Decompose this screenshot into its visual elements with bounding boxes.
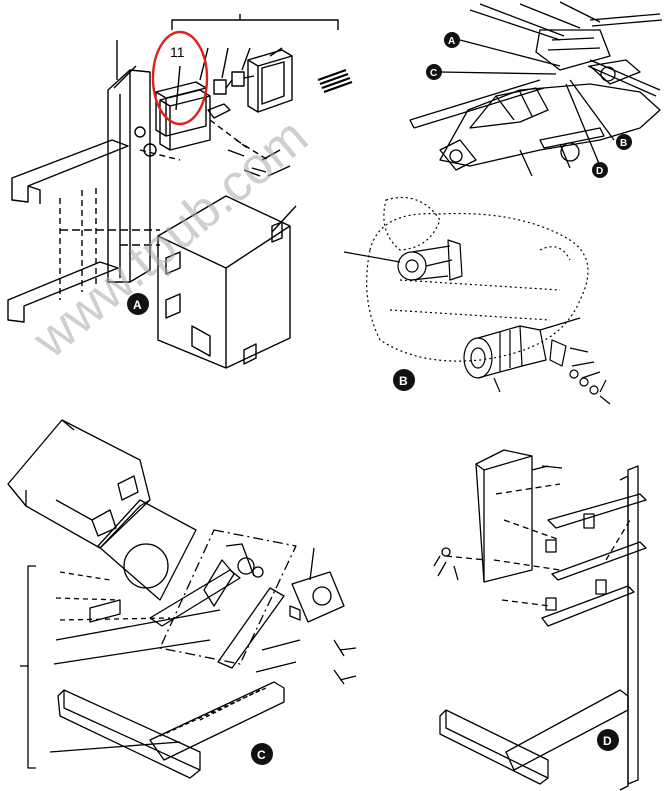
locator-badge-d: D <box>592 162 608 178</box>
locator-badge-label: D <box>596 166 603 177</box>
locator-badge-b: B <box>616 134 632 150</box>
callout-highlight-ellipse <box>151 30 209 126</box>
view-badge-b: B <box>393 369 415 391</box>
view-badge-label: A <box>133 298 142 312</box>
view-badge-label: D <box>603 734 612 748</box>
helicopter-locator-drawing <box>409 1 663 177</box>
view-d-drawing <box>433 449 647 791</box>
view-badge-c: C <box>251 743 273 765</box>
callout-number: 11 <box>170 44 185 60</box>
view-badge-label: B <box>399 374 408 388</box>
locator-badge-label: C <box>430 68 437 79</box>
view-c-drawing <box>7 419 357 779</box>
view-a-drawing <box>7 14 353 369</box>
locator-badge-c: C <box>426 64 442 80</box>
view-badge-d: D <box>597 729 619 751</box>
callout-11: 11 <box>151 30 209 126</box>
locator-badge-label: A <box>448 36 455 47</box>
locator-badge-a: A <box>444 32 460 48</box>
view-b-drawing <box>343 196 611 405</box>
view-badge-a: A <box>127 293 149 315</box>
locator-badge-label: B <box>620 138 627 149</box>
view-badge-label: C <box>257 748 266 762</box>
